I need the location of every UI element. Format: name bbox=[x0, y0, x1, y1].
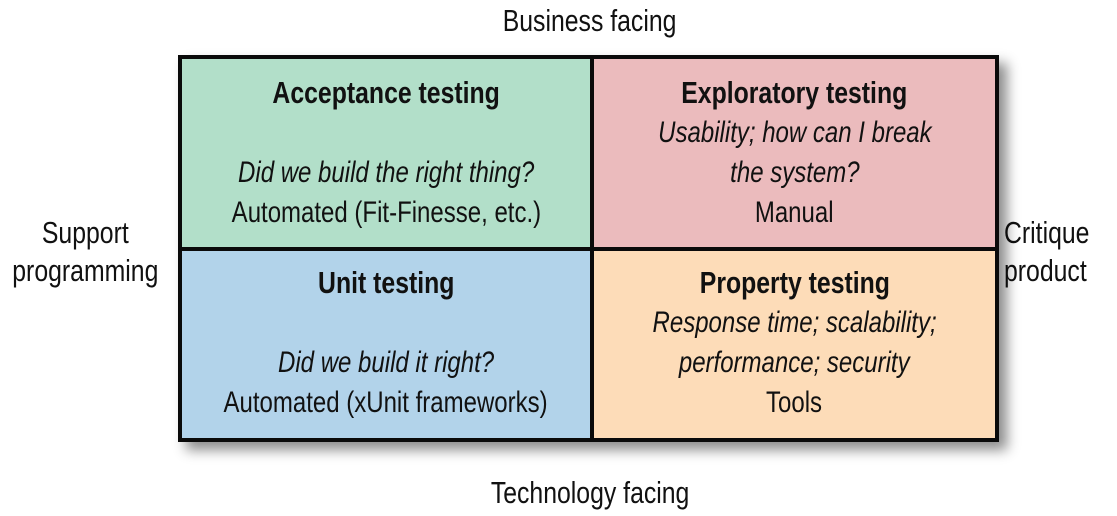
quadrant-unit-testing: Unit testing Did we build it right? Auto… bbox=[182, 251, 590, 438]
quadrant-question: Usability; how can I break bbox=[657, 116, 932, 149]
quadrant-exploratory-testing: Exploratory testing Usability; how can I… bbox=[594, 59, 995, 247]
quadrant-title: Property testing bbox=[699, 265, 890, 300]
quadrant-title: Unit testing bbox=[317, 265, 455, 300]
quadrant-approach: Automated (xUnit frameworks) bbox=[223, 386, 549, 419]
quadrant-question: Response time; scalability; bbox=[652, 306, 937, 339]
axis-label-business-facing: Business facing bbox=[503, 3, 677, 38]
testing-quadrant-grid: Acceptance testing Did we build the righ… bbox=[178, 55, 999, 442]
axis-label-critique-product: Critique product bbox=[1004, 215, 1090, 288]
quadrant-question: the system? bbox=[729, 156, 860, 189]
quadrant-title: Exploratory testing bbox=[681, 75, 908, 110]
quadrant-approach: Automated (Fit-Finesse, etc.) bbox=[231, 196, 541, 229]
axis-label-technology-facing: Technology facing bbox=[490, 475, 690, 510]
quadrant-title: Acceptance testing bbox=[272, 75, 500, 110]
quadrant-question: Did we build it right? bbox=[277, 346, 495, 379]
quadrant-approach: Manual bbox=[755, 196, 834, 229]
axis-label-support-programming: Support programming bbox=[12, 215, 159, 288]
quadrant-question: Did we build the right thing? bbox=[237, 156, 535, 189]
quadrant-acceptance-testing: Acceptance testing Did we build the righ… bbox=[182, 59, 590, 247]
quadrant-approach: Tools bbox=[766, 386, 823, 419]
quadrant-question: performance; security bbox=[679, 346, 910, 379]
quadrant-property-testing: Property testing Response time; scalabil… bbox=[594, 251, 995, 438]
